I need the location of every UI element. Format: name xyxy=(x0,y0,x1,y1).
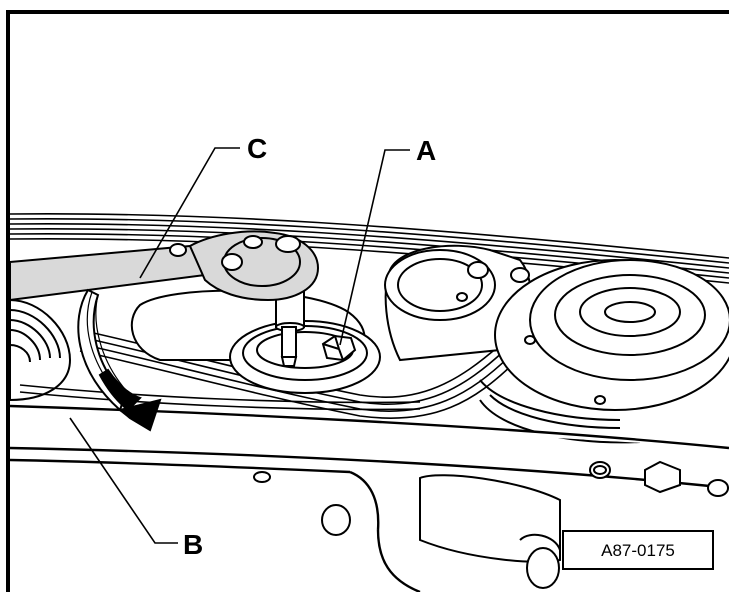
lower-frame-rail xyxy=(9,404,729,592)
reference-code: A87-0175 xyxy=(601,541,675,560)
callout-label-c: C xyxy=(247,133,267,164)
leader-lines xyxy=(69,147,410,544)
ratchet-tool xyxy=(9,230,320,302)
curved-arrow-icon xyxy=(77,288,162,432)
reference-code-box: A87-0175 xyxy=(562,530,714,570)
drive-belt xyxy=(19,329,516,420)
bolt-a xyxy=(321,334,357,362)
figure-frame xyxy=(6,10,729,592)
callout-label-a: A xyxy=(416,135,436,166)
bracket-holes xyxy=(253,460,729,589)
compressor-pulley xyxy=(479,259,729,444)
callout-label-b: B xyxy=(183,529,203,560)
left-pulley xyxy=(9,298,72,402)
